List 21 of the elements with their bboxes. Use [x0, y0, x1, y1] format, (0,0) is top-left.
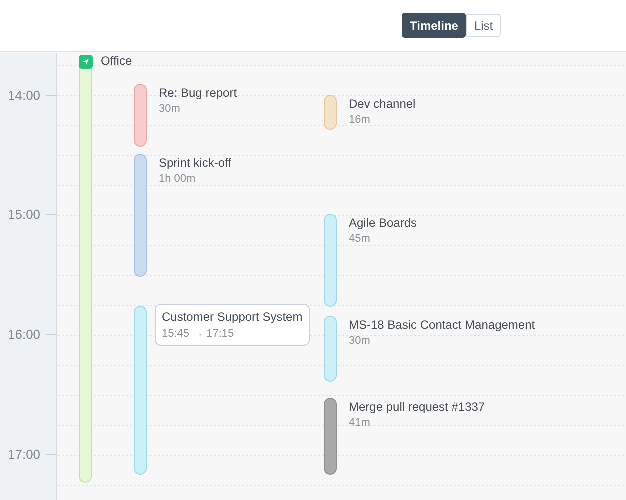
event-title: Dev channel	[349, 96, 416, 112]
event-duration: 16m	[349, 113, 372, 128]
hour-label: 15:00	[8, 208, 41, 221]
event-title: Merge pull request #1337	[349, 399, 486, 415]
event-time-range: 15:45 → 17:15	[162, 327, 236, 342]
event-duration: 45m	[349, 232, 372, 247]
hour-label: 17:00	[8, 448, 41, 461]
tab: List	[466, 14, 502, 37]
active-tab: Timeline	[402, 13, 466, 38]
event-duration: 30m	[349, 334, 372, 349]
event-title: Customer Support System	[162, 309, 303, 326]
event-title: MS-18 Basic Contact Management	[349, 317, 536, 333]
hour-label: 14:00	[8, 89, 41, 102]
event-duration: 30m	[159, 102, 182, 117]
event-duration: 1h 00m	[159, 172, 197, 187]
event-duration: 41m	[349, 416, 372, 431]
event-title: Office	[101, 53, 132, 69]
event-title: Re: Bug report	[159, 85, 238, 101]
event-title: Agile Boards	[349, 215, 418, 231]
event-title: Sprint kick-off	[159, 155, 232, 171]
hour-label: 16:00	[8, 328, 41, 341]
